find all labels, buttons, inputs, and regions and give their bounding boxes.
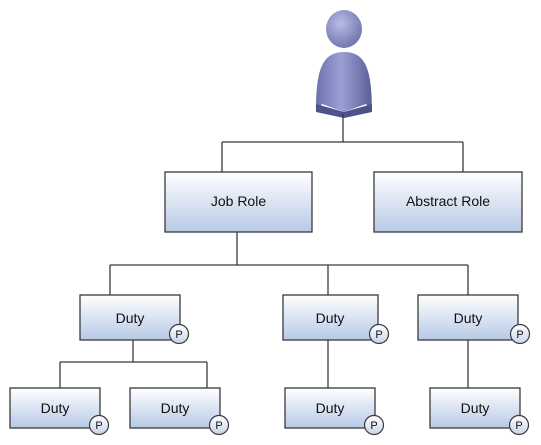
privilege-badge-label: P (95, 420, 102, 432)
privilege-badge: P (363, 414, 385, 436)
duty-label: Duty (316, 310, 345, 326)
abstract-role-node[interactable]: Abstract Role (373, 171, 523, 233)
job-role-node[interactable]: Job Role (164, 171, 313, 233)
duty-node[interactable]: Duty P (129, 387, 230, 436)
privilege-badge: P (509, 323, 531, 345)
privilege-badge-label: P (516, 329, 523, 341)
person-icon (316, 10, 372, 118)
privilege-badge: P (168, 323, 190, 345)
duty-node[interactable]: Duty P (9, 387, 110, 436)
privilege-badge-label: P (215, 420, 222, 432)
duty-node[interactable]: Duty P (79, 294, 190, 345)
duty-label: Duty (161, 400, 190, 416)
privilege-badge: P (508, 414, 530, 436)
duty-label: Duty (41, 400, 70, 416)
privilege-badge: P (368, 323, 390, 345)
duty-label: Duty (454, 310, 483, 326)
duty-node[interactable]: Duty P (417, 294, 531, 345)
duty-label: Duty (461, 400, 490, 416)
privilege-badge: P (208, 414, 230, 436)
connectors (59, 114, 469, 388)
privilege-badge-label: P (370, 420, 377, 432)
duty-node[interactable]: Duty P (429, 387, 530, 436)
privilege-badge: P (88, 414, 110, 436)
duty-node[interactable]: Duty P (284, 387, 385, 436)
privilege-badge-label: P (375, 329, 382, 341)
abstract-role-label: Abstract Role (406, 193, 490, 209)
duty-label: Duty (316, 400, 345, 416)
privilege-badge-label: P (175, 329, 182, 341)
privilege-badge-label: P (515, 420, 522, 432)
duty-node[interactable]: Duty P (282, 294, 390, 345)
job-role-label: Job Role (211, 193, 266, 209)
duty-label: Duty (116, 310, 145, 326)
